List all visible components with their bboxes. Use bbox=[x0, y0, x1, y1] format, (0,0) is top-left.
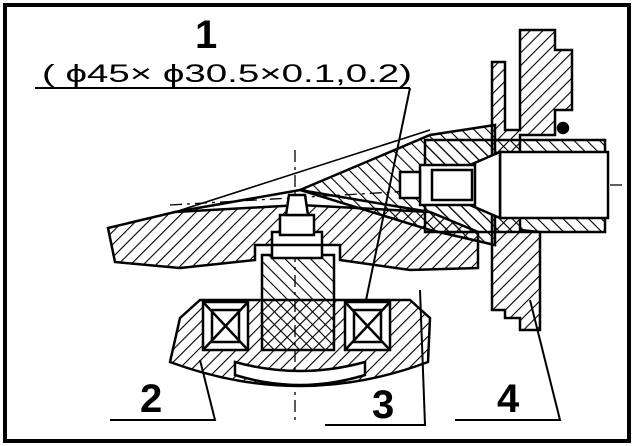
drawing-border bbox=[3, 3, 631, 443]
callout-1: 1 bbox=[195, 13, 217, 57]
bearing-left bbox=[201, 300, 250, 352]
bearing-spec: ( ϕ45× ϕ30.5×0.1,0.2) bbox=[42, 60, 412, 88]
callout-leaders bbox=[110, 289, 562, 426]
callout-3: 3 bbox=[372, 383, 394, 427]
shaft-housing bbox=[398, 138, 610, 234]
spindle bbox=[260, 193, 336, 352]
callout-2: 2 bbox=[140, 377, 162, 421]
bearing-right bbox=[343, 300, 392, 352]
callout-4: 4 bbox=[497, 377, 520, 421]
flange-plate bbox=[490, 28, 574, 332]
